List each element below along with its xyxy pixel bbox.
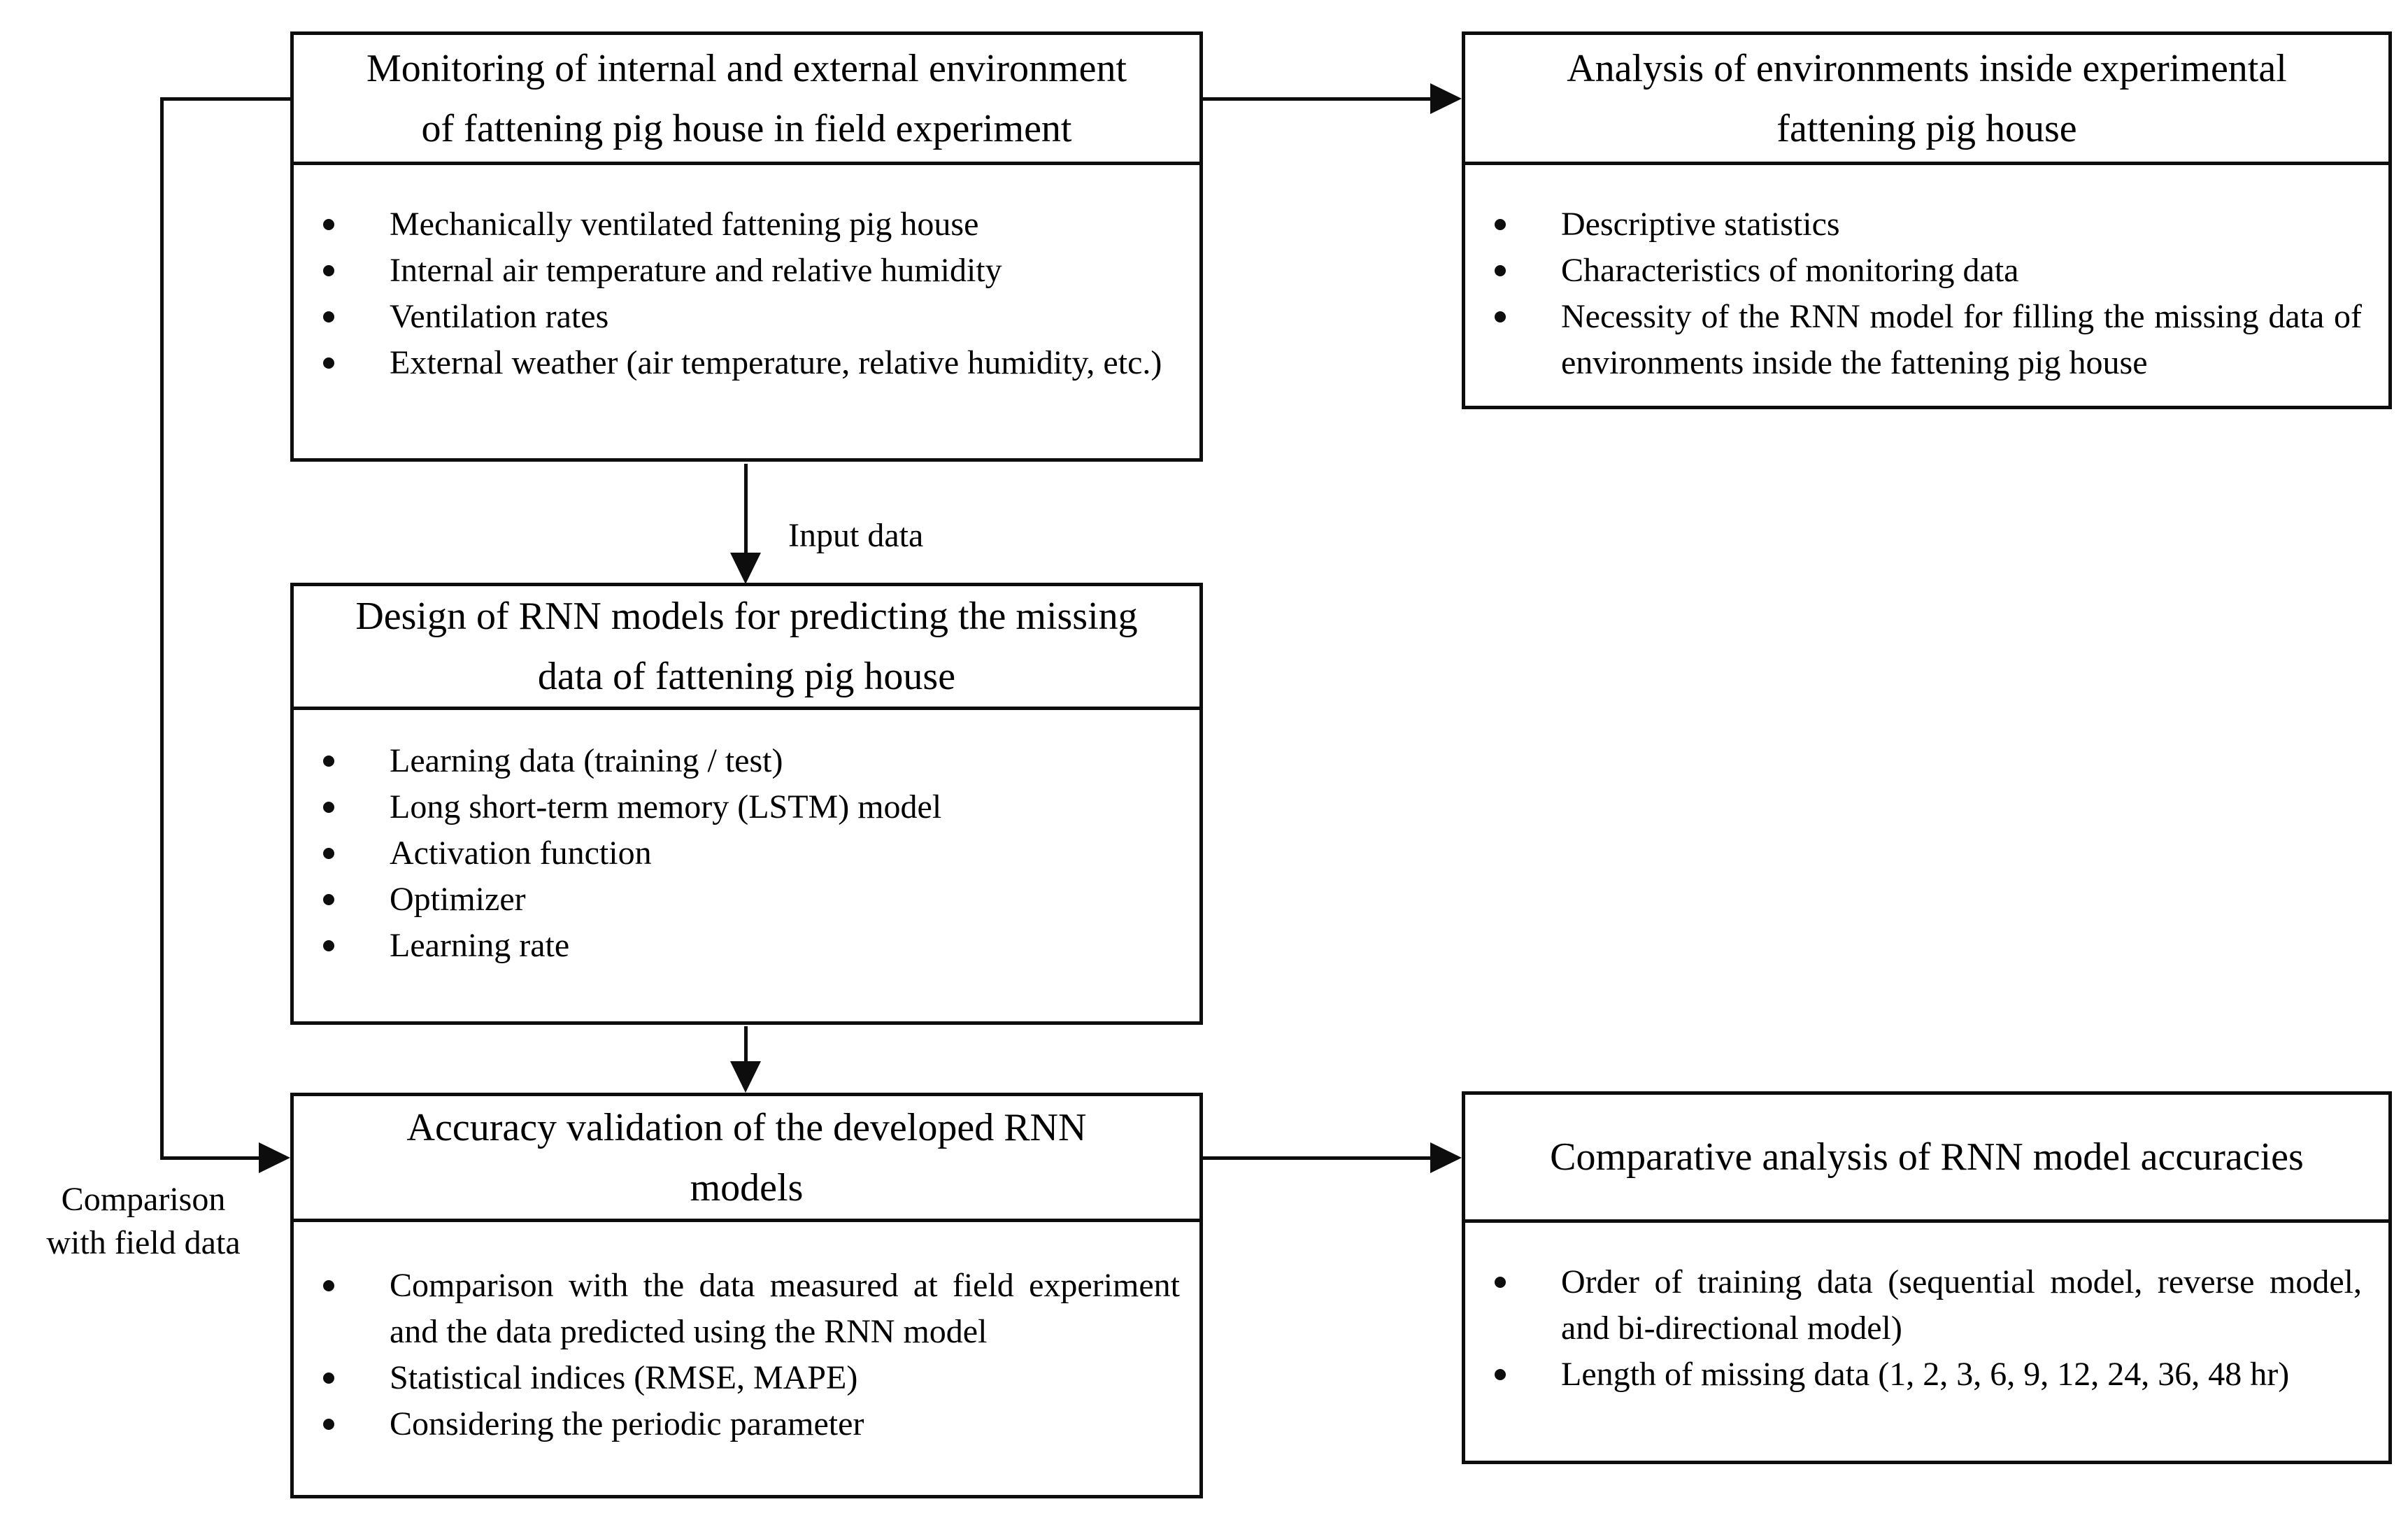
list-item: Ventilation rates — [323, 294, 1180, 340]
arrow-comparison-elbow-top-line — [160, 97, 290, 101]
box-design-title-line-2: data of fattening pig house — [537, 655, 956, 698]
bullet-dot-icon — [323, 219, 334, 230]
list-item-text: Activation function — [390, 835, 652, 872]
label-comparison-line-1: Comparison — [61, 1181, 226, 1218]
bullet-dot-icon — [323, 357, 334, 369]
list-item-text: Comparison with the data measured at fie… — [390, 1267, 1180, 1350]
list-item: Statistical indices (RMSE, MAPE) — [323, 1355, 1180, 1401]
bullet-dot-icon — [1495, 1277, 1506, 1288]
arrow-design-to-accuracy-line — [744, 1026, 748, 1063]
bullet-dot-icon — [1495, 1369, 1506, 1380]
bullet-dot-icon — [323, 265, 334, 276]
list-item: Length of missing data (1, 2, 3, 6, 9, 1… — [1495, 1352, 2362, 1398]
box-design-body: Learning data (training / test) Long sho… — [294, 710, 1199, 969]
arrow-comparison-elbow-head-icon — [259, 1142, 290, 1173]
bullet-dot-icon — [1495, 265, 1506, 276]
list-item-text: Learning data (training / test) — [390, 742, 783, 779]
box-comparative: Comparative analysis of RNN model accura… — [1462, 1091, 2392, 1464]
box-analysis-body: Descriptive statistics Characteristics o… — [1465, 165, 2388, 386]
box-comparative-title-line-1: Comparative analysis of RNN model accura… — [1550, 1135, 2304, 1179]
list-item-text: Ventilation rates — [390, 298, 609, 335]
list-item-text: Learning rate — [390, 927, 570, 964]
box-accuracy-title-line-2: models — [690, 1165, 804, 1210]
list-item: Activation function — [323, 830, 1180, 877]
list-item-text: Internal air temperature and relative hu… — [390, 252, 1002, 289]
box-monitoring-title-line-2: of fattening pig house in field experime… — [421, 106, 1072, 150]
box-monitoring-title-line-1: Monitoring of internal and external envi… — [366, 46, 1127, 90]
bullet-dot-icon — [323, 1373, 334, 1384]
list-item: Learning rate — [323, 923, 1180, 969]
box-analysis: Analysis of environments inside experime… — [1462, 31, 2392, 409]
bullet-dot-icon — [323, 756, 334, 767]
list-item: Optimizer — [323, 877, 1180, 923]
box-analysis-title-line-2: fattening pig house — [1776, 106, 2077, 150]
label-comparison-with-field-data: Comparison with field data — [10, 1178, 276, 1265]
arrow-monitoring-to-analysis-line — [1203, 97, 1431, 101]
bullet-dot-icon — [323, 311, 334, 322]
list-item-text: Descriptive statistics — [1561, 206, 1840, 243]
box-accuracy: Accuracy validation of the developed RNN… — [290, 1093, 1203, 1498]
list-item: Characteristics of monitoring data — [1495, 248, 2362, 294]
label-comparison-line-2: with field data — [46, 1224, 241, 1261]
bullet-dot-icon — [1495, 219, 1506, 230]
list-item-text: External weather (air temperature, relat… — [390, 344, 1162, 381]
box-accuracy-title-line-1: Accuracy validation of the developed RNN — [406, 1105, 1087, 1149]
box-comparative-header: Comparative analysis of RNN model accura… — [1465, 1095, 2388, 1223]
list-item-text: Long short-term memory (LSTM) model — [390, 788, 942, 825]
box-design-title-line-1: Design of RNN models for predicting the … — [355, 595, 1138, 638]
list-item: External weather (air temperature, relat… — [323, 340, 1180, 386]
box-monitoring-header: Monitoring of internal and external envi… — [294, 35, 1199, 165]
list-item: Order of training data (sequential model… — [1495, 1259, 2362, 1352]
bullet-dot-icon — [323, 940, 334, 951]
box-monitoring: Monitoring of internal and external envi… — [290, 31, 1203, 462]
box-comparative-body: Order of training data (sequential model… — [1465, 1223, 2388, 1398]
list-item: Mechanically ventilated fattening pig ho… — [323, 201, 1180, 248]
box-analysis-header: Analysis of environments inside experime… — [1465, 35, 2388, 165]
list-item: Comparison with the data measured at fie… — [323, 1263, 1180, 1355]
list-item: Descriptive statistics — [1495, 201, 2362, 248]
arrow-design-to-accuracy-head-icon — [730, 1061, 761, 1093]
arrow-comparison-elbow-bottom-line — [160, 1156, 261, 1160]
arrow-input-data-line — [744, 464, 748, 555]
list-item-text: Length of missing data (1, 2, 3, 6, 9, 1… — [1561, 1356, 2290, 1393]
list-item: Learning data (training / test) — [323, 738, 1180, 784]
list-item: Long short-term memory (LSTM) model — [323, 784, 1180, 830]
label-input-data: Input data — [788, 517, 924, 554]
bullet-dot-icon — [323, 848, 334, 859]
arrow-comparison-elbow-vertical-line — [160, 97, 164, 1160]
list-item: Internal air temperature and relative hu… — [323, 248, 1180, 294]
bullet-dot-icon — [323, 1419, 334, 1430]
arrow-monitoring-to-analysis-head-icon — [1430, 83, 1462, 114]
box-accuracy-body: Comparison with the data measured at fie… — [294, 1222, 1199, 1447]
list-item: Considering the periodic parameter — [323, 1401, 1180, 1447]
list-item-text: Necessity of the RNN model for filling t… — [1561, 298, 2362, 381]
box-analysis-title-line-1: Analysis of environments inside experime… — [1567, 46, 2287, 90]
box-design: Design of RNN models for predicting the … — [290, 583, 1203, 1025]
list-item-text: Order of training data (sequential model… — [1561, 1263, 2362, 1347]
arrow-input-data-head-icon — [730, 553, 761, 584]
list-item-text: Characteristics of monitoring data — [1561, 252, 2019, 289]
box-design-header: Design of RNN models for predicting the … — [294, 586, 1199, 710]
arrow-accuracy-to-comparative-head-icon — [1430, 1142, 1462, 1173]
bullet-dot-icon — [323, 894, 334, 905]
bullet-dot-icon — [1495, 311, 1506, 322]
bullet-dot-icon — [323, 1280, 334, 1291]
list-item-text: Optimizer — [390, 881, 526, 918]
box-monitoring-body: Mechanically ventilated fattening pig ho… — [294, 165, 1199, 386]
bullet-dot-icon — [323, 802, 334, 813]
list-item-text: Mechanically ventilated fattening pig ho… — [390, 206, 979, 243]
list-item-text: Statistical indices (RMSE, MAPE) — [390, 1359, 858, 1396]
box-accuracy-header: Accuracy validation of the developed RNN… — [294, 1096, 1199, 1222]
list-item: Necessity of the RNN model for filling t… — [1495, 294, 2362, 386]
list-item-text: Considering the periodic parameter — [390, 1405, 864, 1442]
arrow-accuracy-to-comparative-line — [1203, 1156, 1431, 1160]
